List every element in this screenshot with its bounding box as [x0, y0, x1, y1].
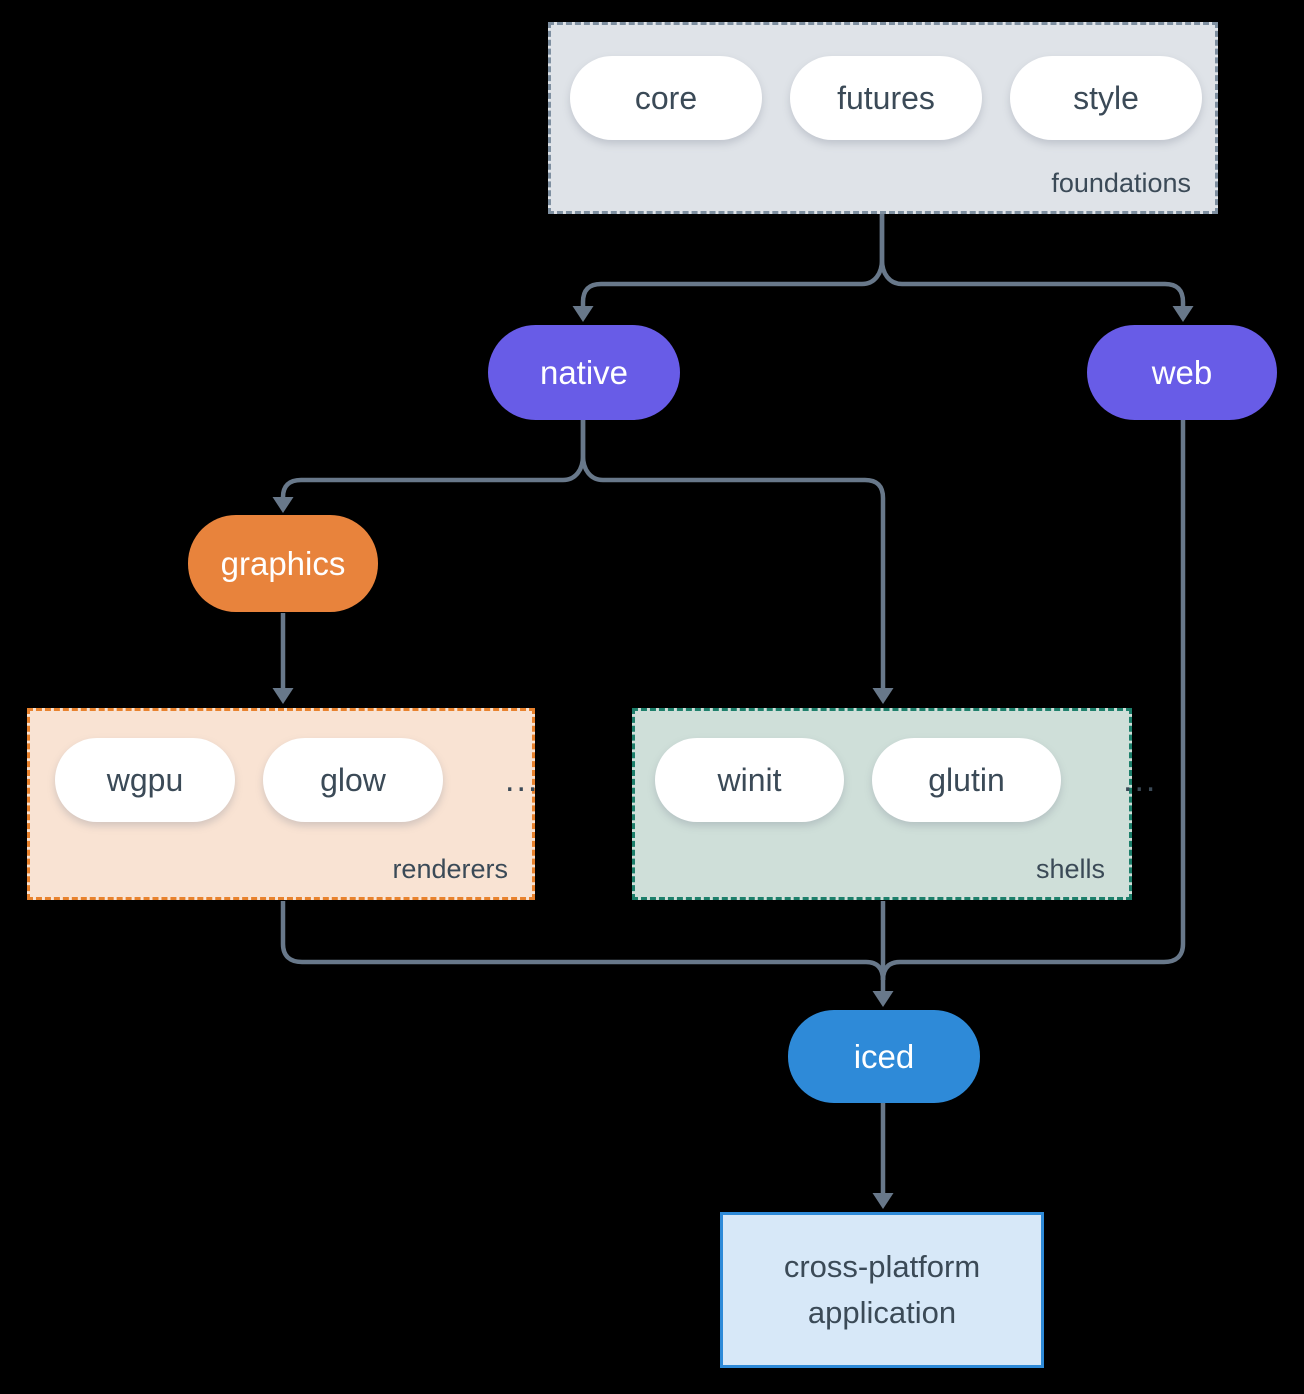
node-web: web [1087, 325, 1277, 420]
node-graphics: graphics [188, 515, 378, 612]
foundations-group-label: foundations [1051, 168, 1191, 198]
arrowhead-graphics [272, 497, 294, 513]
node-futures: futures [790, 56, 982, 140]
edge-native-graphics [280, 420, 586, 498]
edge-renderers-merge [280, 901, 886, 981]
node-wgpu: wgpu [55, 738, 235, 822]
node-style: style [1010, 56, 1202, 140]
node-glow: glow [263, 738, 443, 822]
shells-group-label: shells [1035, 854, 1105, 884]
edge-foundations-web [879, 214, 1186, 306]
node-iced: iced [788, 1010, 980, 1103]
shells-pill-row: winit glutin ... [655, 738, 1157, 822]
renderers-ellipsis: ... [505, 760, 540, 799]
foundations-pill-row: core futures style [570, 56, 1202, 140]
shells-ellipsis: ... [1123, 760, 1158, 799]
group-foundations: core futures style foundations [548, 22, 1218, 214]
node-native: native [488, 325, 680, 420]
arrowhead-iced [872, 991, 894, 1007]
renderers-pill-row: wgpu glow ... [55, 738, 539, 822]
edge-native-shells [580, 420, 886, 688]
node-winit: winit [655, 738, 844, 822]
arrowhead-web [1172, 306, 1194, 322]
node-core: core [570, 56, 762, 140]
renderers-group-label: renderers [392, 854, 508, 884]
edge-foundations-native [580, 214, 885, 306]
arrowhead-application [872, 1193, 894, 1209]
node-cross-platform-application: cross-platform application [720, 1212, 1044, 1368]
arrowhead-renderers [272, 688, 294, 704]
arrowhead-shells [872, 688, 894, 704]
arrowhead-native [572, 306, 594, 322]
group-shells: winit glutin ... shells [632, 708, 1155, 900]
node-glutin: glutin [872, 738, 1061, 822]
group-renderers: wgpu glow ... renderers [27, 708, 537, 900]
